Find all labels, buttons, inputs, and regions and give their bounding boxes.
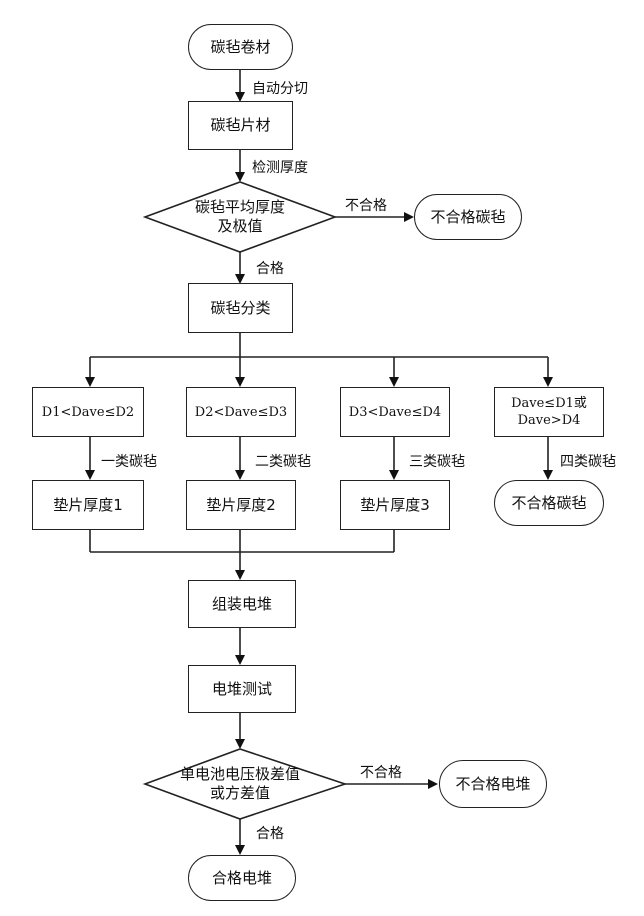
reject2-terminal: 不合格碳毡 bbox=[494, 480, 604, 526]
assemble-box: 组装电堆 bbox=[188, 580, 296, 628]
class3-box: D3<Dave≤D4 bbox=[340, 387, 450, 437]
reject3-terminal: 不合格电堆 bbox=[439, 760, 547, 808]
start-label: 碳毡卷材 bbox=[210, 38, 270, 57]
classify-box: 碳毡分类 bbox=[188, 283, 293, 333]
start-terminal: 碳毡卷材 bbox=[188, 24, 293, 70]
edge-label-type3: 三类碳毡 bbox=[409, 451, 465, 471]
classify-label: 碳毡分类 bbox=[210, 299, 270, 318]
decision2-label: 单电池电压极差值或方差值 bbox=[180, 764, 300, 804]
sheet-label: 碳毡片材 bbox=[210, 116, 270, 135]
sheet-box: 碳毡片材 bbox=[188, 101, 293, 150]
class2-box: D2<Dave≤D3 bbox=[186, 387, 296, 437]
edge-label-measure: 检测厚度 bbox=[252, 157, 308, 177]
gasket1-box: 垫片厚度1 bbox=[32, 480, 144, 530]
edge-label-pass2: 合格 bbox=[256, 823, 284, 843]
edge-label-type4: 四类碳毡 bbox=[560, 451, 616, 471]
class1-box: D1<Dave≤D2 bbox=[32, 387, 144, 437]
class4-box: Dave≤D1或 Dave>D4 bbox=[494, 387, 604, 437]
gasket2-box: 垫片厚度2 bbox=[186, 480, 296, 530]
decision1-label: 碳毡平均厚度及极值 bbox=[195, 197, 285, 237]
test-box: 电堆测试 bbox=[188, 665, 296, 713]
pass-terminal: 合格电堆 bbox=[188, 855, 296, 901]
reject1-terminal: 不合格碳毡 bbox=[414, 194, 522, 240]
edge-label-type2: 二类碳毡 bbox=[255, 451, 311, 471]
reject1-label: 不合格碳毡 bbox=[430, 208, 505, 227]
edge-label-type1: 一类碳毡 bbox=[101, 451, 157, 471]
edge-label-pass1: 合格 bbox=[256, 258, 284, 278]
edge-label-fail1: 不合格 bbox=[345, 195, 387, 215]
edge-label-fail2: 不合格 bbox=[360, 762, 402, 782]
edge-label-auto-cut: 自动分切 bbox=[252, 78, 308, 98]
gasket3-box: 垫片厚度3 bbox=[340, 480, 450, 530]
